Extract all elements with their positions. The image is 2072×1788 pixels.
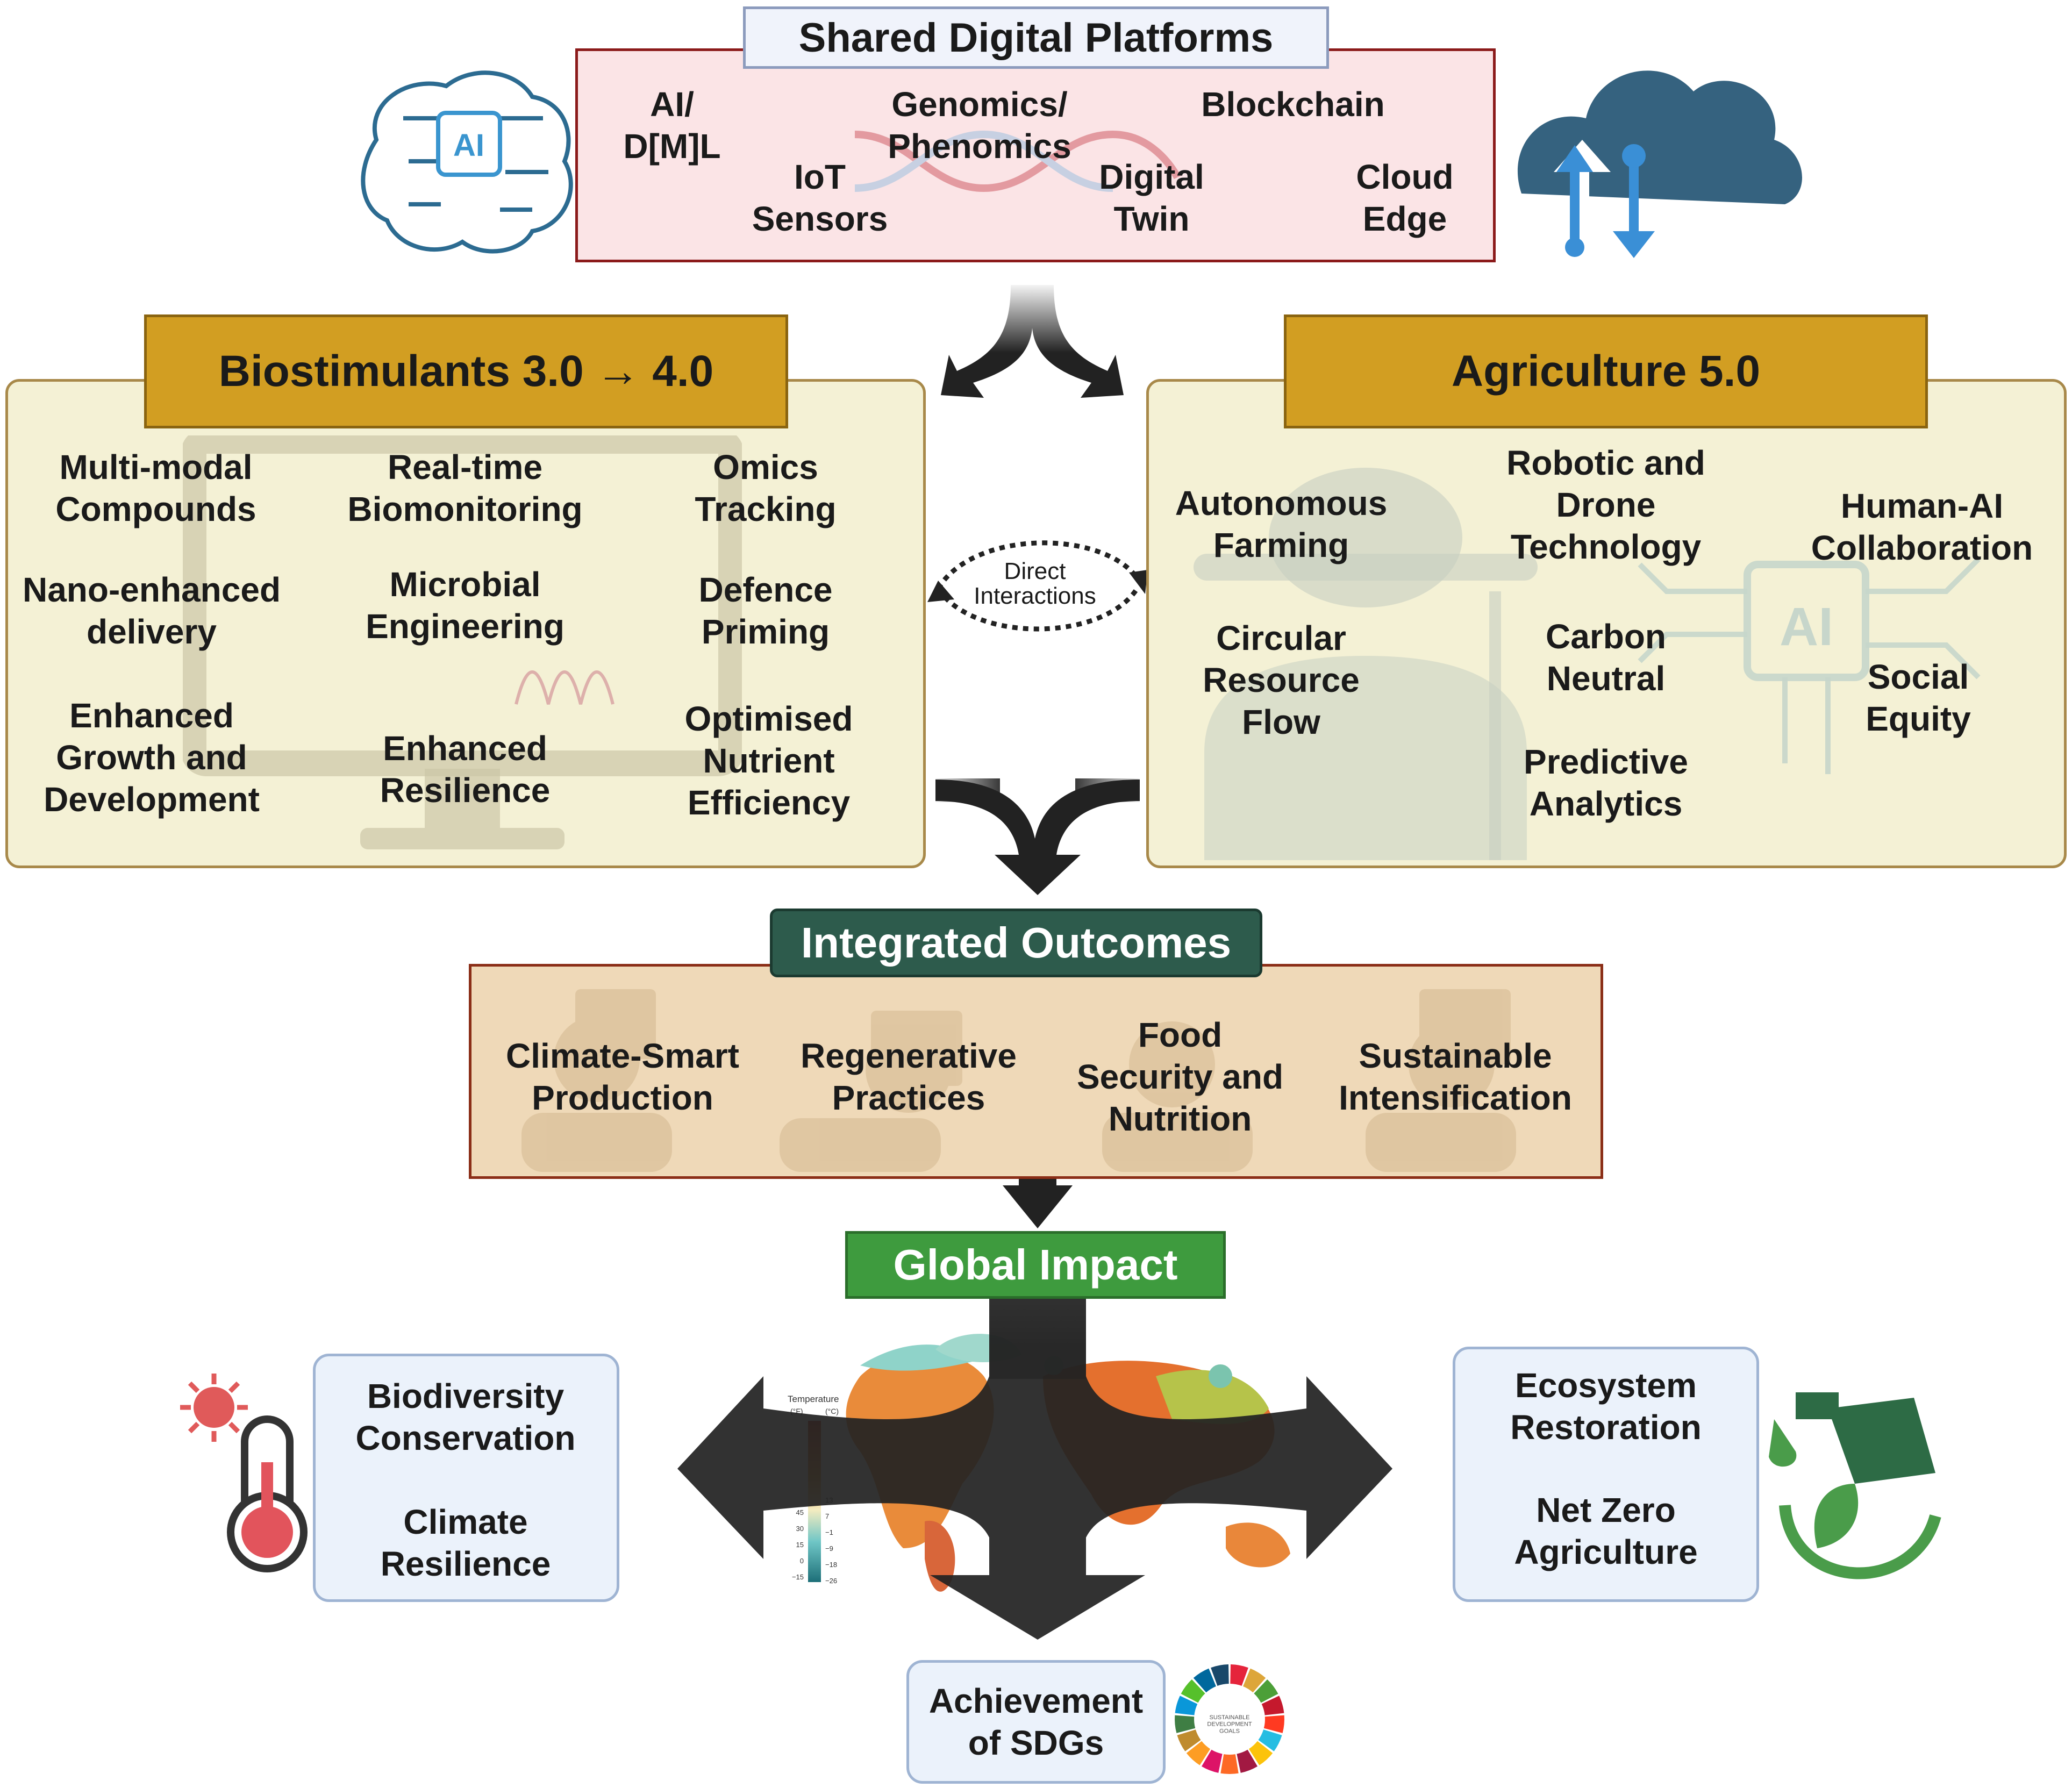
bio-item-growth: Enhanced Growth and Development bbox=[44, 696, 260, 819]
sdg-segment bbox=[1263, 1715, 1284, 1733]
legend-tick-c: −26 bbox=[825, 1577, 837, 1585]
sdg-segment bbox=[1193, 1668, 1216, 1693]
legend-tick-f: −15 bbox=[792, 1573, 804, 1581]
impact-left-box bbox=[313, 1354, 619, 1602]
legend-tick-f: 0 bbox=[800, 1557, 804, 1565]
agri-item-carbon: Carbon Neutral bbox=[1546, 617, 1666, 698]
bio-item-resilience: Enhanced Resilience bbox=[380, 729, 551, 810]
agri-item-autonomous: Autonomous Farming bbox=[1175, 484, 1388, 564]
legend-tick-c: −18 bbox=[825, 1561, 837, 1569]
ai-chip-label: AI bbox=[453, 128, 484, 163]
bio-item-omics: Omics Tracking bbox=[695, 448, 837, 528]
sdg-segment bbox=[1243, 1668, 1266, 1693]
legend-tick-f: 45 bbox=[796, 1508, 804, 1517]
sdg-wheel-icon bbox=[1175, 1664, 1284, 1774]
platform-item-blockchain: Blockchain bbox=[1201, 85, 1385, 124]
agri-item-predictive: Predictive Analytics bbox=[1524, 742, 1688, 823]
platform-item-genomics: Genomics/ Phenomics bbox=[888, 85, 1071, 166]
impact-biodiversity: Biodiversity Conservation bbox=[355, 1377, 576, 1457]
sdg-segment bbox=[1186, 1741, 1211, 1765]
monitor-watermark bbox=[183, 435, 742, 849]
merge-arrow bbox=[935, 778, 1140, 895]
bio-item-nutrient: Optimised Nutrient Efficiency bbox=[684, 699, 853, 822]
farmer-ai-watermark: AI bbox=[1194, 468, 1981, 860]
platform-item-iot: IoT Sensors bbox=[752, 158, 888, 238]
legend-tick-f: 30 bbox=[796, 1525, 804, 1533]
sdg-segment bbox=[1230, 1664, 1248, 1686]
legend-tick-f: 15 bbox=[796, 1541, 804, 1549]
agriculture-title: Agriculture 5.0 bbox=[1284, 314, 1928, 428]
cloud-sync-icon bbox=[1517, 70, 1803, 258]
platform-item-digital-twin: Digital Twin bbox=[1099, 158, 1204, 238]
platform-item-cloud: Cloud Edge bbox=[1356, 158, 1454, 238]
impact-ecosystem: Ecosystem Restoration bbox=[1510, 1366, 1702, 1447]
outcomes-title: Integrated Outcomes bbox=[770, 909, 1262, 977]
direct-interactions-arrow bbox=[927, 540, 1148, 632]
platforms-title: Shared Digital Platforms bbox=[743, 6, 1329, 69]
impact-net-zero: Net Zero Agriculture bbox=[1514, 1491, 1698, 1571]
dna-helix-icon bbox=[854, 130, 1181, 192]
svg-text:(°C): (°C) bbox=[825, 1407, 839, 1415]
outcome-item-food-security: Food Security and Nutrition bbox=[1076, 1015, 1284, 1138]
global-impact-arrows bbox=[677, 1293, 1392, 1640]
outcome-item-climate-smart: Climate-Smart Production bbox=[506, 1036, 739, 1117]
bio-item-microbial: Microbial Engineering bbox=[366, 565, 565, 646]
sdg-segment bbox=[1237, 1749, 1258, 1773]
agri-item-robotic: Robotic and Drone Technology bbox=[1506, 444, 1705, 566]
biostimulants-title: Biostimulants 3.0 → 4.0 bbox=[144, 314, 788, 428]
sdg-segment bbox=[1202, 1749, 1223, 1773]
legend-tick-c: −1 bbox=[825, 1528, 833, 1536]
sdg-box bbox=[906, 1660, 1166, 1784]
bio-item-nano: Nano-enhanced delivery bbox=[22, 570, 281, 651]
sdg-segment bbox=[1177, 1729, 1201, 1751]
bio-item-defence: Defence Priming bbox=[698, 570, 833, 651]
sdg-segment bbox=[1258, 1729, 1282, 1751]
thermometer-icon bbox=[180, 1374, 308, 1572]
impact-right-box bbox=[1453, 1347, 1759, 1602]
legend-title: Temperature bbox=[788, 1394, 839, 1404]
sdg-segment bbox=[1175, 1715, 1196, 1733]
sdg-segment bbox=[1248, 1741, 1273, 1765]
legend-tick-c: 7 bbox=[825, 1512, 829, 1520]
bio-item-biomonitoring: Real-time Biomonitoring bbox=[347, 448, 583, 528]
people-watermark bbox=[521, 989, 1516, 1172]
agri-item-social: Social Equity bbox=[1866, 657, 1971, 738]
sdg-achievement: Achievement of SDGs bbox=[928, 1682, 1144, 1762]
legend-tick-c: −9 bbox=[825, 1544, 833, 1553]
ai-brain-icon bbox=[361, 70, 573, 254]
platform-item-ai: AI/ D[M]L bbox=[623, 85, 721, 166]
sdg-segment bbox=[1220, 1754, 1239, 1774]
direct-interactions-label: Direct Interactions bbox=[974, 558, 1096, 609]
impact-title: Global Impact bbox=[845, 1231, 1226, 1299]
sdg-segment bbox=[1211, 1664, 1229, 1686]
bio-item-multimodal: Multi-modal Compounds bbox=[55, 448, 256, 528]
green-fuel-icon bbox=[1769, 1392, 1941, 1579]
outcome-item-regenerative: Regenerative Practices bbox=[801, 1036, 1017, 1117]
outcome-item-sustainable: Sustainable Intensification bbox=[1339, 1036, 1572, 1117]
sdg-segment bbox=[1181, 1679, 1205, 1703]
agri-item-human-ai: Human-AI Collaboration bbox=[1811, 487, 2033, 567]
platform-split-arrow bbox=[941, 285, 1124, 398]
ai-watermark-text: AI bbox=[1780, 597, 1833, 657]
sdg-segment bbox=[1254, 1679, 1278, 1703]
sdg-segment bbox=[1261, 1696, 1284, 1715]
impact-climate-resilience: Climate Resilience bbox=[380, 1503, 551, 1583]
sdg-segment bbox=[1175, 1696, 1198, 1715]
agri-item-circular: Circular Resource Flow bbox=[1203, 619, 1360, 741]
